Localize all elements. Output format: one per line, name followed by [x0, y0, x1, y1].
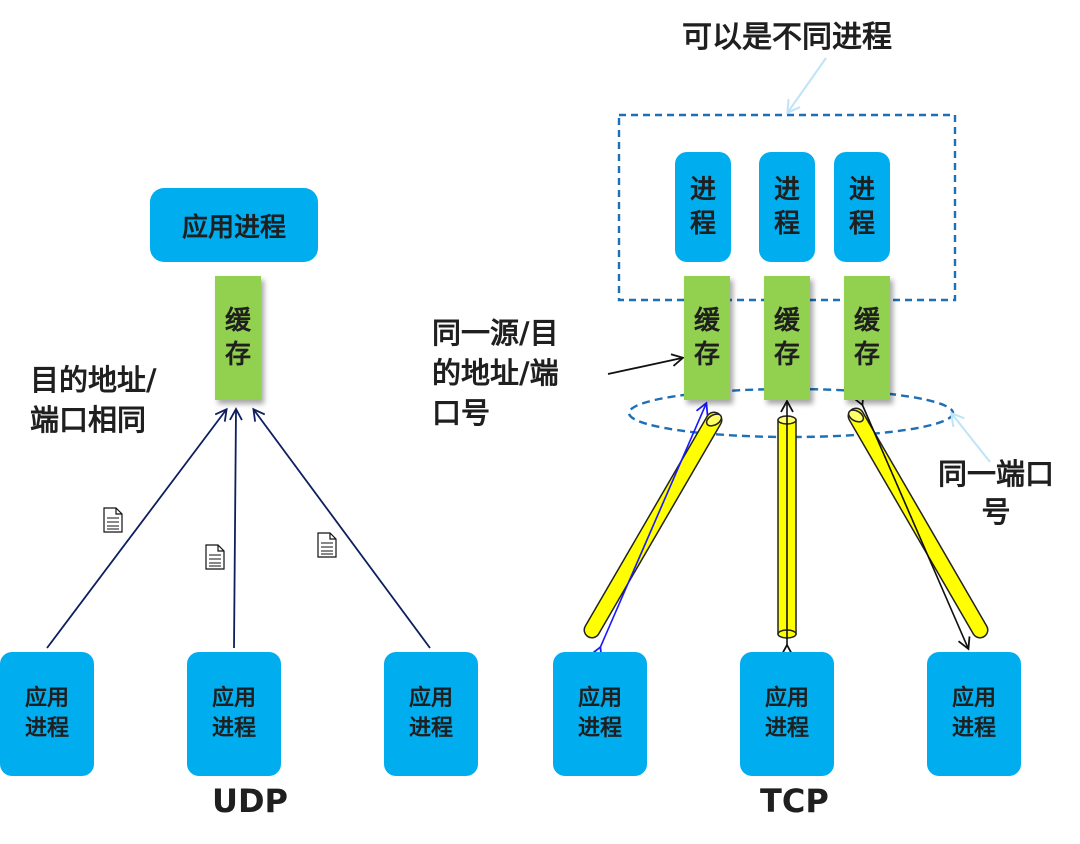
- tcp-cache: 缓存: [764, 276, 810, 400]
- udp-arrow-right: [252, 407, 431, 649]
- udp-cache: 缓存: [215, 276, 261, 400]
- udp-top-process: 应用进程: [150, 188, 318, 262]
- tcp-bottom-process: 应用进程: [740, 652, 834, 776]
- tcp-cache-label: 缓存: [773, 306, 800, 370]
- udp-arrow-middle: [229, 407, 243, 649]
- tcp-bottom-process-label: 应用进程: [577, 686, 622, 741]
- udp-cache-label: 缓存: [224, 306, 251, 370]
- tcp-left-note-line: 的地址/端: [432, 356, 559, 390]
- udp-note-line: 端口相同: [30, 403, 147, 437]
- tcp-title: TCP: [760, 782, 829, 820]
- tcp-cache-label: 缓存: [853, 306, 880, 370]
- tcp-process: 进程: [759, 152, 815, 262]
- udp-arrow-left: [46, 407, 228, 649]
- tcp-left-note-line: 口号: [432, 396, 491, 430]
- tcp-left-note-line: 同一源/目: [432, 316, 559, 350]
- tcp-process: 进程: [675, 152, 731, 262]
- tcp-right-note-line: 同一端口: [937, 457, 1054, 491]
- document-icon: [205, 544, 225, 570]
- document-icon: [103, 507, 123, 533]
- tcp-arrow-left: [589, 401, 709, 660]
- udp-bottom-process: 应用进程: [187, 652, 281, 776]
- tcp-cache: 缓存: [684, 276, 730, 400]
- callout-arrow-left: [607, 353, 685, 375]
- udp-bottom-process-label: 应用进程: [211, 686, 256, 741]
- tcp-cache-label: 缓存: [693, 306, 720, 370]
- tcp-process-label: 进程: [848, 175, 875, 239]
- udp-top-process-label: 应用进程: [181, 212, 286, 243]
- tcp-pipe-left: [583, 411, 723, 639]
- tcp-top-note: 可以是不同进程: [682, 20, 892, 55]
- tcp-cache: 缓存: [844, 276, 890, 400]
- udp-note: 目的地址/ 端口相同: [30, 360, 157, 440]
- tcp-bottom-process-label: 应用进程: [951, 686, 996, 741]
- udp-bottom-process-label: 应用进程: [24, 686, 69, 741]
- tcp-bottom-process-label: 应用进程: [764, 686, 809, 741]
- tcp-right-note-line: 号: [981, 495, 1011, 529]
- udp-note-line: 目的地址/: [30, 363, 157, 397]
- tcp-bottom-process: 应用进程: [927, 652, 1021, 776]
- tcp-left-note: 同一源/目 的地址/端 口号: [432, 313, 559, 433]
- document-icon: [317, 532, 337, 558]
- tcp-arrow-right: [851, 392, 971, 651]
- tcp-right-note: 同一端口 号: [926, 455, 1066, 531]
- tcp-bottom-process: 应用进程: [553, 652, 647, 776]
- udp-title: UDP: [212, 782, 288, 820]
- udp-bottom-process: 应用进程: [384, 652, 478, 776]
- udp-bottom-process: 应用进程: [0, 652, 94, 776]
- tcp-process-label: 进程: [773, 175, 800, 239]
- tcp-process-label: 进程: [689, 175, 716, 239]
- tcp-process: 进程: [834, 152, 890, 262]
- callout-arrow-top: [786, 57, 827, 115]
- udp-bottom-process-label: 应用进程: [408, 686, 453, 741]
